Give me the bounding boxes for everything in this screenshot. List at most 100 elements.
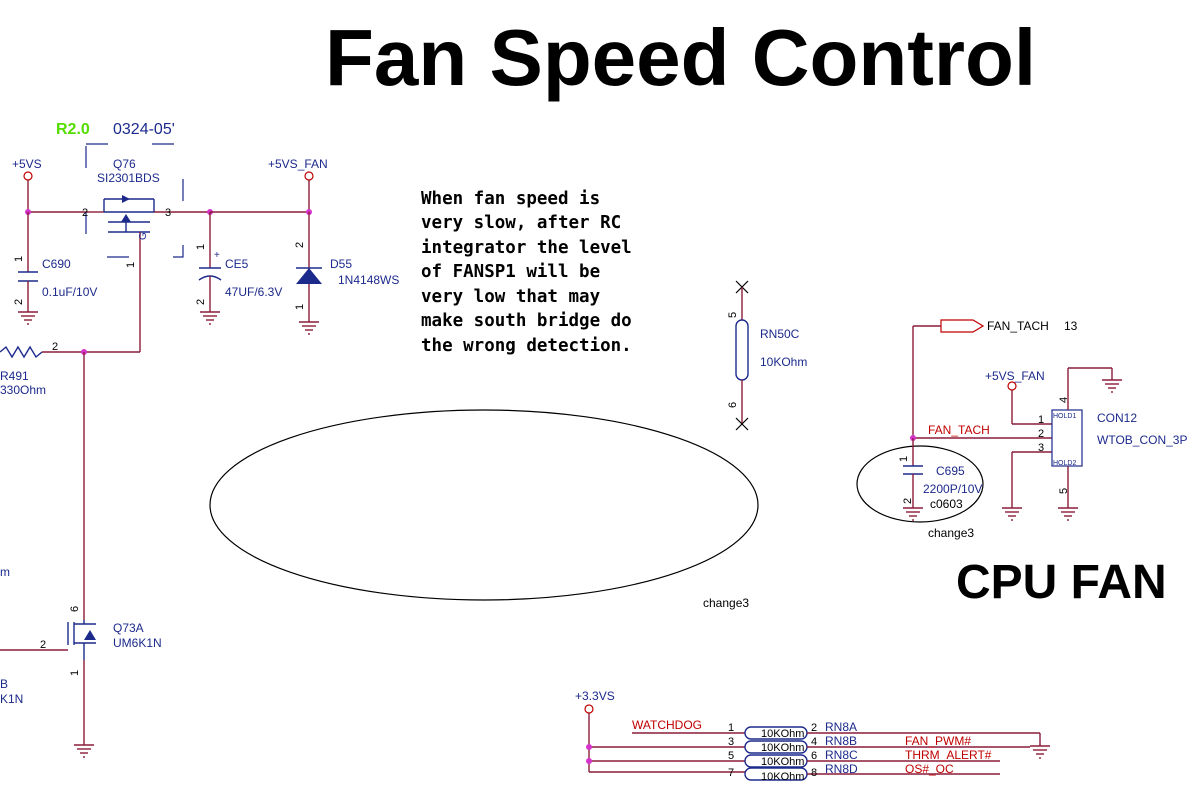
q76-ref: Q76 bbox=[113, 157, 136, 171]
q73a-pin6: 6 bbox=[69, 606, 81, 612]
rn50c-value: 10KOhm bbox=[760, 355, 807, 369]
ground-symbol-d55 bbox=[299, 321, 319, 335]
ground-symbol-q73a bbox=[74, 744, 94, 758]
resistor-r491: 2 R491 330Ohm bbox=[0, 341, 140, 397]
rn8-row-1-value: 10KOhm bbox=[761, 728, 804, 740]
c695-ref: C695 bbox=[936, 464, 965, 478]
rn8-row-3-ref: RN8C bbox=[825, 748, 858, 762]
fan-tach-port-name: FAN_TACH bbox=[987, 319, 1049, 333]
note-line: very low that may bbox=[421, 287, 601, 307]
fan-tach-net-label: FAN_TACH bbox=[928, 423, 990, 437]
rn8-row-1-left-pin: 1 bbox=[728, 722, 734, 734]
con12-ref: CON12 bbox=[1097, 411, 1137, 425]
rn8-row-4-out-net: OS#_OC bbox=[905, 762, 954, 776]
rn8-row-1-net: WATCHDOG bbox=[632, 718, 702, 732]
q73a-ref: Q73A bbox=[113, 621, 144, 635]
capacitor-c695: 1 2 C695 2200P/10V c0603 change3 bbox=[856, 438, 984, 540]
design-note: When fan speed is very slow, after RC in… bbox=[421, 189, 632, 356]
q76-gate-mark: G bbox=[138, 232, 149, 240]
fan-tach-port: FAN_TACH 13 bbox=[912, 319, 1078, 438]
d55-pin1: 1 bbox=[294, 304, 306, 310]
note-line: the wrong detection. bbox=[421, 336, 632, 356]
ground-symbol-con12-pin4 bbox=[1102, 379, 1122, 393]
power-rail-5vs-label: +5VS bbox=[12, 157, 42, 171]
power-rail-3v3vs-label: +3.3VS bbox=[575, 689, 615, 703]
c695-package: c0603 bbox=[930, 497, 963, 511]
c695-pin1: 1 bbox=[898, 456, 910, 462]
ce5-pin2: 2 bbox=[195, 299, 207, 305]
note-line: When fan speed is bbox=[421, 189, 600, 209]
note-line: very slow, after RC bbox=[421, 213, 621, 233]
rn8-row-2-right-pin: 4 bbox=[811, 736, 817, 748]
rn8-row-2-left-pin: 3 bbox=[728, 736, 734, 748]
r491-value: 330Ohm bbox=[0, 383, 46, 397]
rn8-row-4-value: 10KOhm bbox=[761, 771, 804, 783]
page-title: Fan Speed Control bbox=[325, 13, 1036, 102]
connector-con12: +5VS_FAN FAN_TACH HOLD1 HOLD2 1 2 3 4 bbox=[910, 367, 1187, 521]
d55-ref: D55 bbox=[330, 257, 352, 271]
c695-change-ellipse bbox=[856, 445, 984, 523]
c690-ref: C690 bbox=[42, 257, 71, 271]
rn8-row-2-ref: RN8B bbox=[825, 734, 857, 748]
r491-pin2: 2 bbox=[52, 341, 58, 353]
rn8-row-2-value: 10KOhm bbox=[761, 742, 804, 754]
ce5-plus: + bbox=[214, 250, 220, 261]
change-label: change3 bbox=[703, 596, 749, 610]
power-rail-5vs-fan-label: +5VS_FAN bbox=[268, 157, 328, 171]
ground-symbol-con12-pin5 bbox=[1058, 507, 1078, 521]
pmos-q76: Q76 SI2301BDS 2 3 1 G bbox=[82, 143, 210, 352]
pullup-network-rn8: +3.3VS WATCHDOG 1 10KOhm 2 RN8A 3 10KOhm… bbox=[575, 689, 1050, 783]
con12-pin1: 1 bbox=[1038, 414, 1044, 426]
con12-part: WTOB_CON_3P bbox=[1097, 433, 1187, 447]
rn8-row-2-out-net: FAN_PWM# bbox=[905, 734, 971, 748]
c695-value: 2200P/10V bbox=[923, 482, 982, 496]
con12-pin4: 4 bbox=[1058, 397, 1070, 403]
ce5-value: 47UF/6.3V bbox=[225, 285, 282, 299]
revision-date: 0324-05' bbox=[113, 121, 175, 138]
q73a-pin1: 1 bbox=[69, 670, 81, 676]
rn8-row-4-right-pin: 8 bbox=[811, 767, 817, 779]
con12-pin5: 5 bbox=[1058, 488, 1070, 494]
note-line: integrator the level bbox=[421, 238, 632, 258]
ce5-pin1: 1 bbox=[195, 244, 207, 250]
d55-pin2: 2 bbox=[294, 242, 306, 248]
q76-pin3: 3 bbox=[165, 207, 171, 219]
nmos-q73a: 6 2 1 Q73A UM6K1N bbox=[0, 352, 162, 758]
cpu-fan-section-label: CPU FAN bbox=[956, 556, 1167, 609]
q76-pin2: 2 bbox=[82, 207, 88, 219]
fan-tach-page-ref: 13 bbox=[1064, 319, 1078, 333]
rn8-row-1-ref: RN8A bbox=[825, 720, 857, 734]
rn50c-pin5: 5 bbox=[727, 312, 739, 318]
change-label: change3 bbox=[928, 526, 974, 540]
rn50c-ref: RN50C bbox=[760, 327, 800, 341]
ground-symbol-c695 bbox=[903, 507, 923, 521]
ce5-ref: CE5 bbox=[225, 257, 249, 271]
ground-symbol-c690 bbox=[18, 311, 38, 325]
con12-hold2: HOLD2 bbox=[1053, 460, 1076, 467]
capacitor-ce5: + 1 2 CE5 47UF/6.3V bbox=[195, 209, 282, 325]
offpage-fragment-m: m bbox=[0, 565, 10, 579]
d55-part: 1N4148WS bbox=[338, 273, 399, 287]
rn50c-pin6: 6 bbox=[727, 402, 739, 408]
note-line: make south bridge do bbox=[421, 311, 632, 331]
change-highlight-ellipse bbox=[209, 409, 759, 601]
rn8-row-3-out-net: THRM_ALERT# bbox=[905, 748, 992, 762]
q76-pin1: 1 bbox=[125, 262, 137, 268]
rn8-row-3-right-pin: 6 bbox=[811, 750, 817, 762]
rn8-row-4-left-pin: 7 bbox=[728, 767, 734, 779]
con12-pin2: 2 bbox=[1038, 428, 1044, 440]
c690-pin1: 1 bbox=[13, 256, 25, 262]
q76-part: SI2301BDS bbox=[97, 171, 160, 185]
offpage-fragment-b: B bbox=[0, 677, 8, 691]
offpage-fragment-k1n: K1N bbox=[0, 692, 23, 706]
revision-label: R2.0 bbox=[56, 121, 90, 138]
ground-symbol-con12-pin3 bbox=[1002, 507, 1022, 521]
resistor-rn50c: 5 6 RN50C 10KOhm bbox=[727, 280, 807, 431]
q73a-pin2: 2 bbox=[40, 639, 46, 651]
ground-symbol-ce5 bbox=[200, 311, 220, 325]
ground-symbol-rn8 bbox=[1030, 745, 1050, 759]
q73a-part: UM6K1N bbox=[113, 636, 162, 650]
c695-pin2: 2 bbox=[902, 498, 914, 504]
c690-value: 0.1uF/10V bbox=[42, 285, 97, 299]
capacitor-c690: 1 2 C690 0.1uF/10V bbox=[13, 212, 97, 325]
